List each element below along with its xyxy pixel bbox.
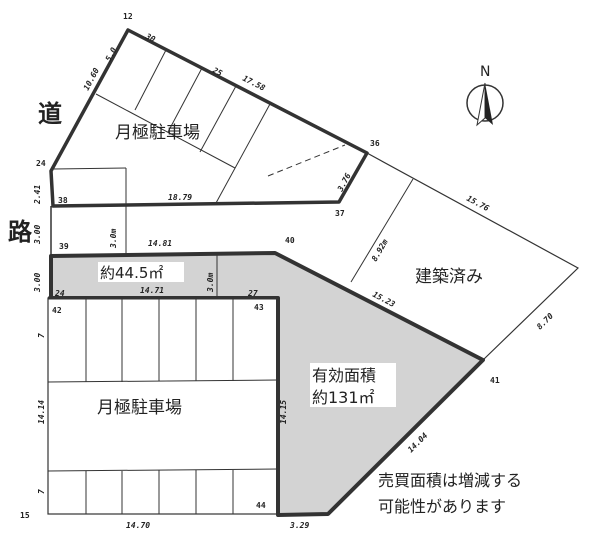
- svg-text:7: 7: [37, 333, 46, 338]
- strip-area-label: 約44.5㎡: [100, 264, 163, 282]
- svg-text:25: 25: [210, 65, 224, 78]
- built-label: 建築済み: [415, 267, 483, 287]
- svg-text:30: 30: [143, 31, 157, 44]
- road-label-2: 路: [8, 218, 33, 246]
- effective-area-title: 有効面積: [312, 366, 376, 385]
- svg-text:43: 43: [254, 303, 264, 312]
- top-parking-label: 月極駐車場: [115, 123, 200, 143]
- svg-text:15.76: 15.76: [465, 194, 491, 213]
- north-arrow-icon: [466, 82, 504, 127]
- svg-text:3.0m: 3.0m: [206, 273, 215, 293]
- north-label: N: [480, 64, 490, 80]
- svg-text:44: 44: [256, 501, 266, 510]
- svg-text:14.14: 14.14: [37, 400, 46, 424]
- svg-text:37: 37: [335, 209, 345, 218]
- svg-text:8.92m: 8.92m: [370, 237, 390, 263]
- svg-text:8.70: 8.70: [535, 311, 555, 331]
- svg-text:39: 39: [59, 242, 69, 251]
- svg-text:14.81: 14.81: [148, 239, 172, 248]
- svg-text:41: 41: [490, 376, 500, 385]
- note-line-1: 売買面積は増減する: [378, 471, 522, 490]
- svg-text:27: 27: [247, 289, 258, 298]
- built-lot-boundary: [366, 152, 580, 361]
- svg-text:18.79: 18.79: [168, 193, 192, 202]
- bottom-parking-label: 月極駐車場: [97, 398, 182, 418]
- svg-text:2.41: 2.41: [33, 185, 42, 205]
- svg-text:3.00: 3.00: [33, 273, 42, 293]
- svg-text:36: 36: [370, 139, 380, 148]
- note-line-2: 可能性があります: [378, 497, 506, 516]
- svg-text:3.29: 3.29: [289, 521, 309, 530]
- parking-stall-lines: [85, 298, 234, 514]
- svg-text:3.00: 3.00: [33, 225, 42, 245]
- svg-text:7: 7: [37, 489, 46, 494]
- svg-text:14.70: 14.70: [126, 521, 150, 530]
- svg-text:42: 42: [52, 306, 62, 315]
- svg-text:15: 15: [20, 511, 30, 520]
- effective-area-value: 約131㎡: [312, 388, 375, 407]
- point-numbers: 12 36 24 38 37 39 40 42 43 41 15 44: [20, 12, 500, 520]
- svg-text:24: 24: [54, 289, 65, 298]
- svg-text:40: 40: [285, 236, 295, 245]
- svg-text:14.71: 14.71: [140, 286, 164, 295]
- svg-text:24: 24: [36, 159, 46, 168]
- svg-text:3.0m: 3.0m: [109, 229, 118, 249]
- top-parking-lot: [49, 28, 369, 208]
- svg-text:14.15: 14.15: [279, 400, 288, 424]
- svg-text:12: 12: [123, 12, 133, 21]
- svg-text:38: 38: [58, 196, 68, 205]
- road-label-1: 道: [38, 100, 62, 128]
